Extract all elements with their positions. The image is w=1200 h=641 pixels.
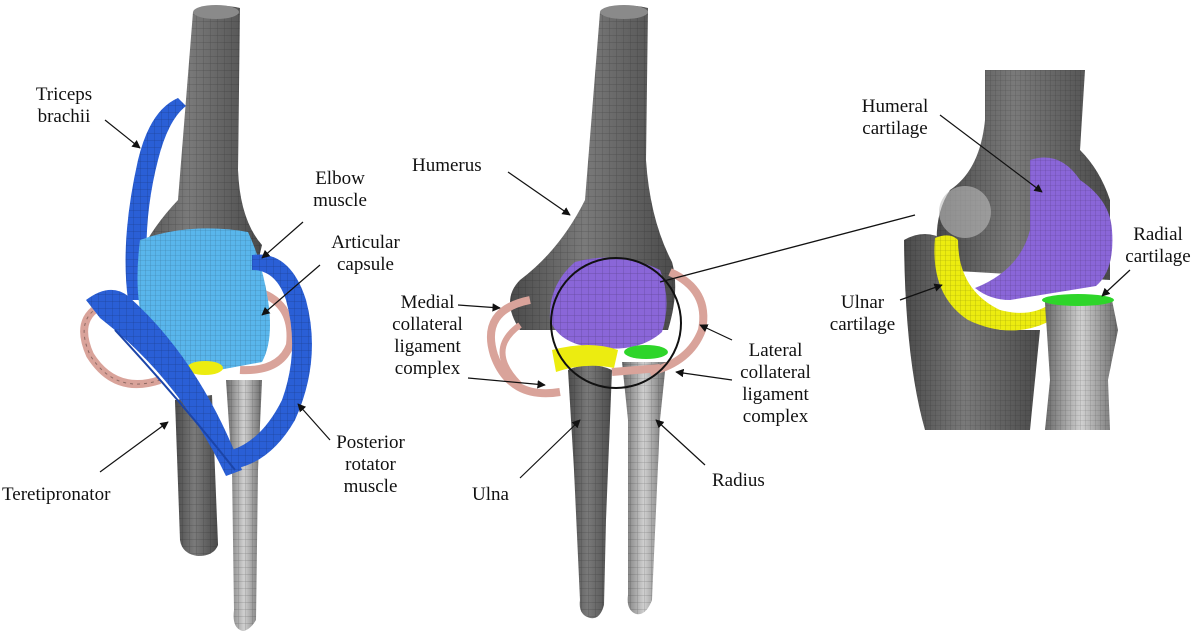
arrow-articular-capsule [261,264,321,316]
arrow-triceps [104,119,141,149]
label-ulnar-cartilage: Ulnar cartilage [829,292,896,335]
label-lateral-collateral-ligament-complex: Lateral collateral ligament complex [740,340,811,427]
center-radial-cartilage [624,345,668,359]
arrow-ulnar-cartilage [899,283,943,301]
arrow-humeral-cartilage [939,114,1043,193]
label-elbow-muscle: Elbow muscle [313,168,367,211]
zoom-circle [550,257,682,389]
label-ulna: Ulna [472,484,509,505]
label-posterior-rotator-muscle: Posterior rotator muscle [336,432,405,497]
label-humerus: Humerus [412,155,482,176]
center-elbow-model [486,5,916,619]
arrow-teretipronator [99,421,169,473]
zoom-connector [659,214,916,283]
left-elbow-model [80,5,312,631]
label-medial-collateral-ligament-complex: Medial collateral ligament complex [392,292,463,379]
zoom-inset [904,70,1118,430]
label-humeral-cartilage: Humeral cartilage [861,96,929,139]
leader-arrows [99,114,1131,479]
arrow-posterior-rotator [297,403,331,441]
arrow-lateral-collateral-2 [675,368,733,381]
center-medial-ligament [486,296,561,398]
arrow-lateral-collateral-1 [699,324,733,341]
arrow-medial-collateral [457,303,501,312]
arrow-humerus [507,171,571,216]
arrow-ulna [519,419,581,479]
label-teretipronator: Teretipronator [2,484,111,505]
arrow-medial-collateral-2 [467,377,546,389]
arrow-radius [655,419,706,466]
arrow-radial-cartilage [1101,269,1131,297]
label-radial-cartilage: Radial cartilage [1125,224,1191,267]
label-triceps-brachii: Triceps brachii [35,84,93,127]
inset-radial-cartilage [1042,294,1114,306]
arrow-elbow-muscle [261,221,304,259]
center-ulnar-cartilage [552,345,618,372]
label-articular-capsule: Articular capsule [331,232,400,275]
label-radius: Radius [712,470,765,491]
